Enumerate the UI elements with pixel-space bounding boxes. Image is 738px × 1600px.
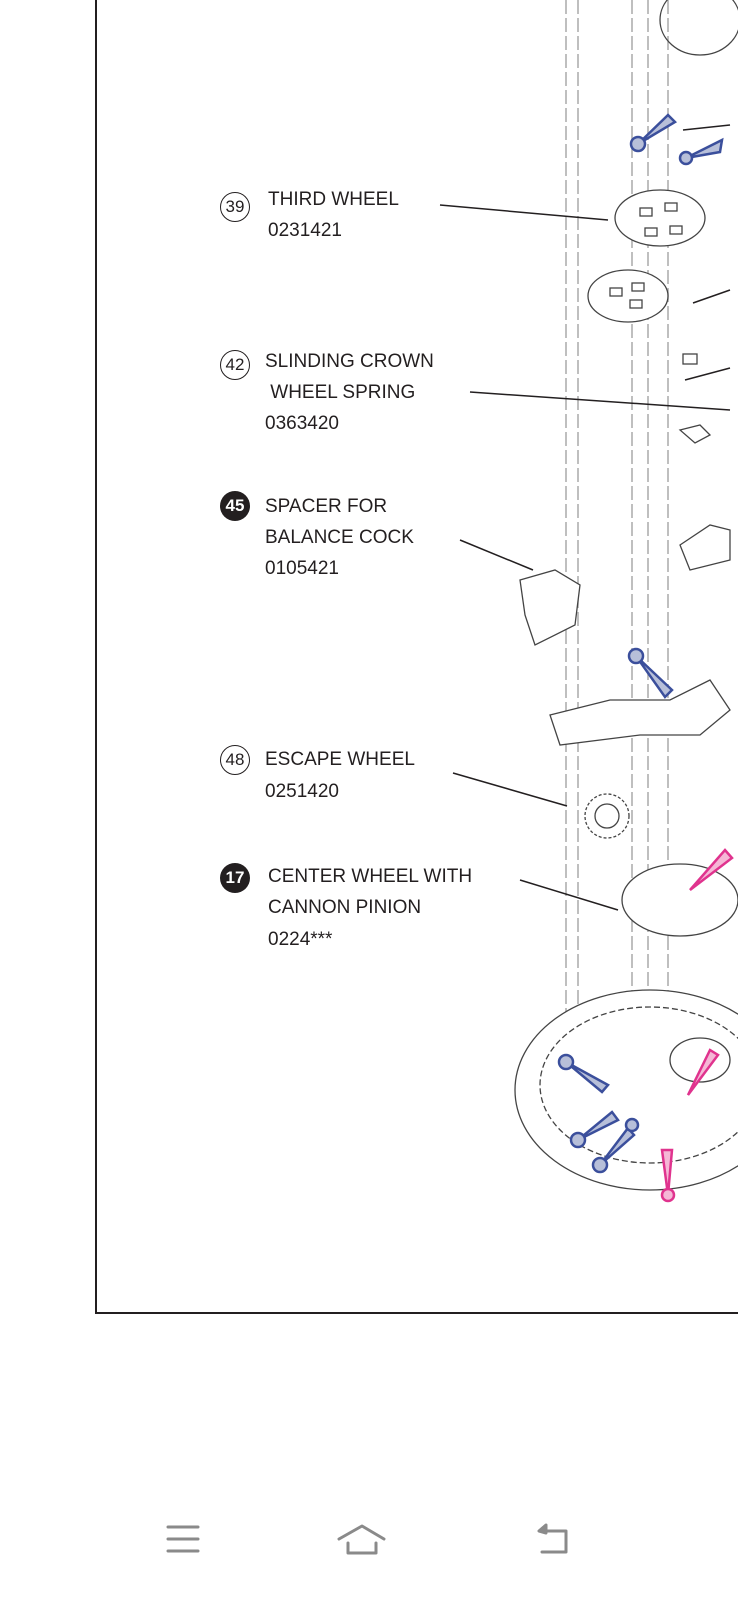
part-number-badge: 48 bbox=[220, 745, 250, 775]
part-number-badge: 39 bbox=[220, 192, 250, 222]
menu-button[interactable] bbox=[152, 1512, 212, 1556]
system-navigation-bar bbox=[0, 1500, 738, 1600]
part-number-badge: 17 bbox=[220, 863, 250, 893]
parts-drawings bbox=[514, 0, 738, 1191]
part-name: ESCAPE WHEEL bbox=[265, 749, 415, 770]
back-button[interactable] bbox=[526, 1512, 586, 1556]
home-button[interactable] bbox=[332, 1512, 392, 1556]
part-name: SLINDING CROWN bbox=[265, 351, 434, 372]
leader-lines bbox=[439, 124, 731, 911]
pink-markers bbox=[660, 848, 734, 1203]
exploded-movement-diagram bbox=[439, 0, 738, 1203]
blue-markers bbox=[557, 113, 724, 1174]
part-name: CENTER WHEEL WITH bbox=[268, 866, 473, 887]
part-number-badge: 45 bbox=[220, 491, 250, 521]
diagram-frame bbox=[95, 0, 738, 1314]
part-code: 0363420 bbox=[265, 413, 339, 434]
part-name: THIRD WHEEL bbox=[268, 189, 399, 210]
part-name: SPACER FOR bbox=[265, 496, 388, 517]
part-name-cont: WHEEL SPRING bbox=[265, 382, 416, 403]
part-code: 0251420 bbox=[265, 781, 339, 802]
part-name-cont: CANNON PINION bbox=[268, 897, 422, 918]
part-number-badge: 42 bbox=[220, 350, 250, 380]
menu-icon bbox=[166, 1525, 200, 1553]
part-code: 0231421 bbox=[268, 220, 342, 241]
part-name-cont: BALANCE COCK bbox=[265, 527, 414, 548]
part-code: 0224*** bbox=[268, 929, 333, 950]
home-icon bbox=[337, 1524, 386, 1555]
part-code: 0105421 bbox=[265, 558, 339, 579]
back-icon bbox=[537, 1523, 568, 1554]
